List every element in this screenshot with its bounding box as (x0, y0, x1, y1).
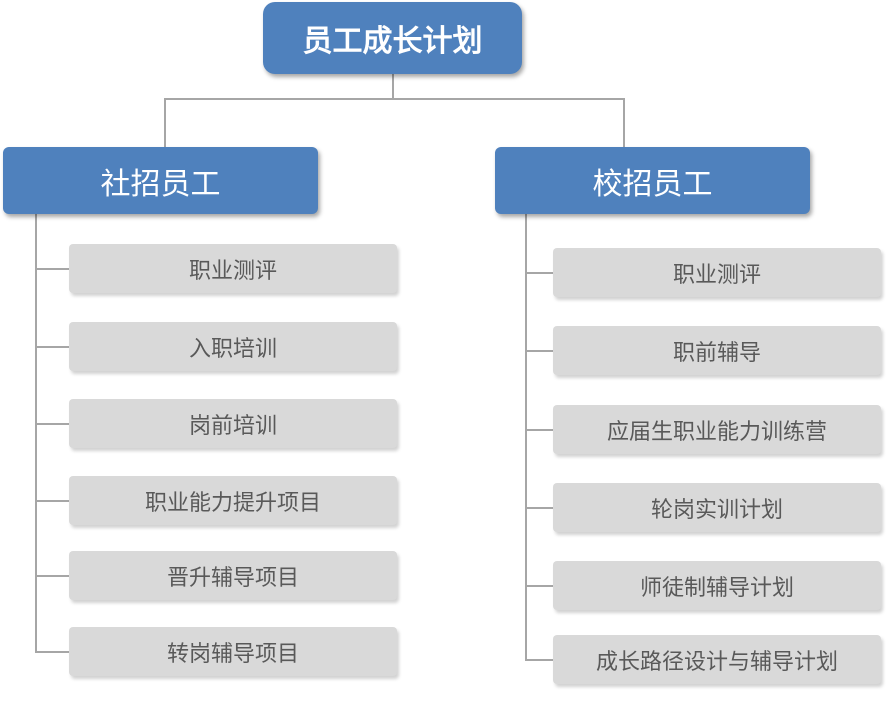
leaf-label: 师徒制辅导计划 (639, 575, 794, 601)
left-tick (35, 500, 69, 502)
right-tick (525, 272, 553, 274)
right-leaf-item: 成长路径设计与辅导计划 (553, 635, 881, 684)
left-tick (35, 575, 69, 577)
right-tick (525, 429, 553, 431)
leaf-label: 成长路径设计与辅导计划 (595, 649, 838, 675)
right-tick (525, 507, 553, 509)
left-spine (35, 214, 37, 652)
leaf-label: 职业测评 (188, 258, 277, 284)
leaf-label: 入职培训 (188, 336, 277, 362)
right-leaf-item: 应届生职业能力训练营 (553, 405, 881, 454)
left-leaf-item: 岗前培训 (69, 399, 397, 448)
leaf-label: 职前辅导 (672, 340, 761, 366)
root-connector-vertical (392, 74, 394, 100)
left-leaf-item: 转岗辅导项目 (69, 627, 397, 676)
left-branch-connector (164, 98, 166, 147)
branch-label: 校招员工 (592, 166, 713, 202)
leaf-label: 晋升辅导项目 (166, 565, 299, 591)
left-leaf-item: 职业测评 (69, 244, 397, 293)
right-spine (525, 214, 527, 660)
right-branch-connector (623, 98, 625, 147)
left-tick (35, 268, 69, 270)
right-tick (525, 585, 553, 587)
left-leaf-item: 晋升辅导项目 (69, 551, 397, 600)
branch-label: 社招员工 (100, 166, 221, 202)
left-leaf-item: 职业能力提升项目 (69, 476, 397, 525)
left-tick (35, 651, 69, 653)
right-leaf-item: 轮岗实训计划 (553, 483, 881, 532)
leaf-label: 转岗辅导项目 (166, 641, 299, 667)
right-leaf-item: 师徒制辅导计划 (553, 561, 881, 610)
leaf-label: 职业测评 (672, 262, 761, 288)
root-label: 员工成长计划 (302, 24, 483, 59)
root-connector-horizontal (164, 98, 625, 100)
root-node: 员工成长计划 (263, 2, 522, 74)
left-tick (35, 346, 69, 348)
leaf-label: 轮岗实训计划 (650, 497, 783, 523)
right-tick (525, 350, 553, 352)
right-leaf-item: 职业测评 (553, 248, 881, 297)
left-leaf-item: 入职培训 (69, 322, 397, 371)
left-tick (35, 423, 69, 425)
right-tick (525, 659, 553, 661)
branch-social-recruitment: 社招员工 (3, 147, 318, 214)
leaf-label: 应届生职业能力训练营 (606, 419, 827, 445)
leaf-label: 岗前培训 (188, 413, 277, 439)
branch-campus-recruitment: 校招员工 (495, 147, 810, 214)
leaf-label: 职业能力提升项目 (144, 490, 321, 516)
right-leaf-item: 职前辅导 (553, 326, 881, 375)
